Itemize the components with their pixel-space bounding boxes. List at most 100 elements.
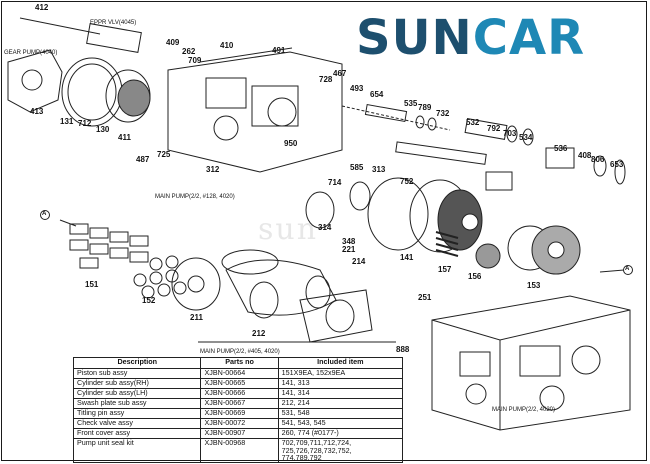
cylinder-block [305, 191, 335, 229]
cell-included-item: 531, 548 [277, 408, 404, 419]
eppr-rod [19, 17, 101, 35]
header-included-item: Included item [277, 357, 404, 369]
callout-label: 312 [206, 165, 220, 174]
ref-marker-a-right [623, 265, 633, 275]
cell-parts-no: XJBN-00669 [200, 408, 279, 419]
cell-parts-no: XJBN-00664 [200, 368, 279, 379]
callout-label: 214 [352, 257, 366, 266]
cell-description: Swash plate sub assy [72, 398, 202, 409]
table-row: Cylinder sub assy(LH) XJBN-00666 141, 31… [72, 388, 404, 399]
cell-description: Titling pin assy [72, 408, 202, 419]
callout-label: 493 [350, 84, 364, 93]
callout-label: 487 [136, 155, 150, 164]
callout-label: 534 [519, 133, 533, 142]
cell-parts-no: XJBN-00072 [200, 418, 279, 429]
callout-label: 130 [96, 125, 110, 134]
cell-description: Check valve assy [72, 418, 202, 429]
callout-label: 151 [85, 280, 99, 289]
callout-label: 409 [166, 38, 180, 47]
cell-included-item: 141, 314 [277, 388, 404, 399]
callout-label: 532 [466, 118, 480, 127]
callout-label: 792 [487, 124, 501, 133]
shoe-plate [171, 257, 221, 311]
ref-marker-label: A [42, 211, 47, 217]
callout-label: 408 [578, 151, 592, 160]
callout-label: 212 [252, 329, 266, 338]
cell-included-item: 702,709,711,712,724, 725,726,728,732,752… [277, 438, 404, 463]
callout-label: 467 [333, 69, 347, 78]
callout-label: 732 [436, 109, 450, 118]
callout-label: 221 [342, 245, 356, 254]
header-parts-no: Parts no [200, 357, 279, 369]
callout-label: 157 [438, 265, 452, 274]
callout-label: 412 [35, 3, 49, 12]
brand-wordmark: SUNCAR [356, 10, 586, 66]
callout-label: 313 [372, 165, 386, 174]
gear-pump-housing [7, 49, 63, 113]
callout-label: 752 [400, 177, 414, 186]
main-housing [167, 51, 343, 173]
callout-label: 152 [142, 296, 156, 305]
cell-parts-no: XJBN-00968 [200, 438, 279, 463]
support-block [299, 289, 373, 343]
ref-marker-label: A [625, 266, 630, 272]
ref-marker-a-left [40, 210, 50, 220]
callout-label: 653 [610, 160, 624, 169]
cell-included-item: 212, 214 [277, 398, 404, 409]
callout-label: 714 [328, 178, 342, 187]
cell-included-item: 260, 774 (#0177-) [277, 428, 404, 439]
cell-description: Piston sub assy [72, 368, 202, 379]
piston-bundle [69, 223, 149, 269]
table-row: Front cover assy XJBN-00907 260, 774 (#0… [72, 428, 404, 439]
callout-label: 703 [503, 129, 517, 138]
callout-label: 348 [342, 237, 356, 246]
table-row: Swash plate sub assy XJBN-00667 212, 214 [72, 398, 404, 409]
callout-label: 153 [527, 281, 541, 290]
callout-label: 789 [418, 103, 432, 112]
callout-label: 141 [400, 253, 414, 262]
cell-description: Front cover assy [72, 428, 202, 439]
callout-label: 251 [418, 293, 432, 302]
cell-parts-no: XJBN-00666 [200, 388, 279, 399]
callout-label: 411 [118, 133, 131, 142]
callout-label: 535 [404, 99, 418, 108]
callout-label: 491 [272, 46, 286, 55]
table-row: Cylinder sub assy(RH) XJBN-00665 141, 31… [72, 378, 404, 389]
header-description: Description [72, 357, 202, 369]
cell-included-item: 151X9EA, 152x9EA [277, 368, 404, 379]
callout-label: 536 [554, 144, 568, 153]
callout-label: 654 [370, 90, 384, 99]
caption-main-pump-top: MAIN PUMP(2/2, #128, 4020) [155, 194, 235, 200]
callout-label: 585 [350, 163, 364, 172]
table-header-row: Description Parts no Included item [72, 357, 404, 369]
callout-label: 712 [78, 119, 92, 128]
watermark: sun [258, 212, 319, 247]
table-row: Piston sub assy XJBN-00664 151X9EA, 152x… [72, 368, 404, 379]
cell-included-item: 541, 543, 545 [277, 418, 404, 429]
parts-table: Description Parts no Included item Pisto… [72, 357, 404, 463]
callout-label: 314 [318, 223, 332, 232]
cell-parts-no: XJBN-00907 [200, 428, 279, 439]
piston-cylinder [464, 118, 508, 140]
callout-label: 156 [468, 272, 482, 281]
cell-parts-no: XJBN-00667 [200, 398, 279, 409]
caption-main-pump-bottom: MAIN PUMP(2/2, 4020) [492, 407, 556, 413]
cell-description: Pump unit seal kit [72, 438, 202, 463]
brand-logo: SUNCAR [340, 4, 645, 76]
caption-eppr-valve: EPPR VLV(4045) [90, 20, 137, 26]
pump-body [431, 295, 631, 431]
check-valve-block [485, 171, 513, 191]
table-row: Check valve assy XJBN-00072 541, 543, 54… [72, 418, 404, 429]
cell-description: Cylinder sub assy(RH) [72, 378, 202, 389]
callout-label: 709 [188, 56, 202, 65]
cell-included-item: 141, 313 [277, 378, 404, 389]
callout-label: 888 [396, 345, 410, 354]
front-cover-disc [61, 57, 123, 127]
callout-label: 806 [591, 155, 605, 164]
caption-main-pump-mid: MAIN PUMP(2/2, #405, 4020) [200, 349, 280, 355]
callout-label: 211 [190, 313, 203, 322]
table-row: Pump unit seal kit XJBN-00968 702,709,71… [72, 438, 404, 463]
bearing-disc [117, 79, 151, 117]
